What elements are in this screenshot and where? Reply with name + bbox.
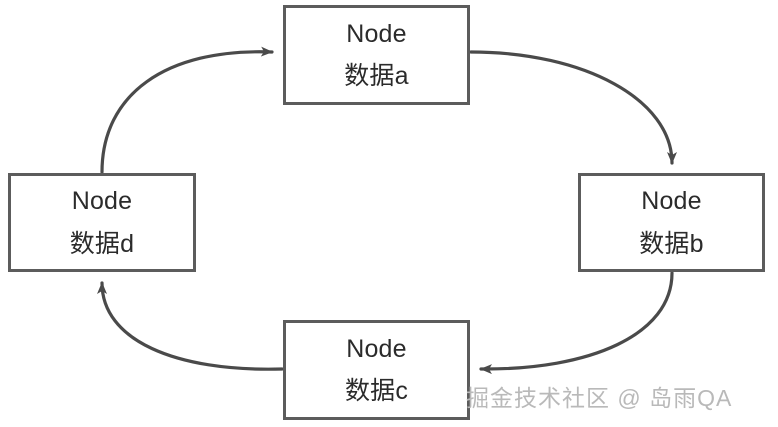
edge-d-to-a (100, 46, 274, 174)
node-c-data: 数据c (344, 377, 409, 405)
watermark-text: 掘金技术社区 @ 岛雨QA (466, 385, 733, 411)
node-c[interactable]: Node 数据c (283, 320, 470, 420)
edge-c-to-d (97, 281, 284, 371)
node-a[interactable]: Node 数据a (283, 5, 470, 105)
edge-b-to-c (479, 271, 674, 375)
edge-a-to-b (469, 50, 677, 165)
node-b-data: 数据b (639, 229, 704, 258)
node-d-title: Node (71, 187, 133, 216)
node-c-title: Node (346, 334, 407, 363)
node-d[interactable]: Node 数据d (8, 173, 196, 272)
node-d-data: 数据d (69, 229, 135, 258)
node-b-title: Node (641, 187, 702, 216)
node-a-title: Node (346, 19, 407, 48)
node-b[interactable]: Node 数据b (578, 173, 765, 272)
node-a-data: 数据a (344, 62, 409, 90)
